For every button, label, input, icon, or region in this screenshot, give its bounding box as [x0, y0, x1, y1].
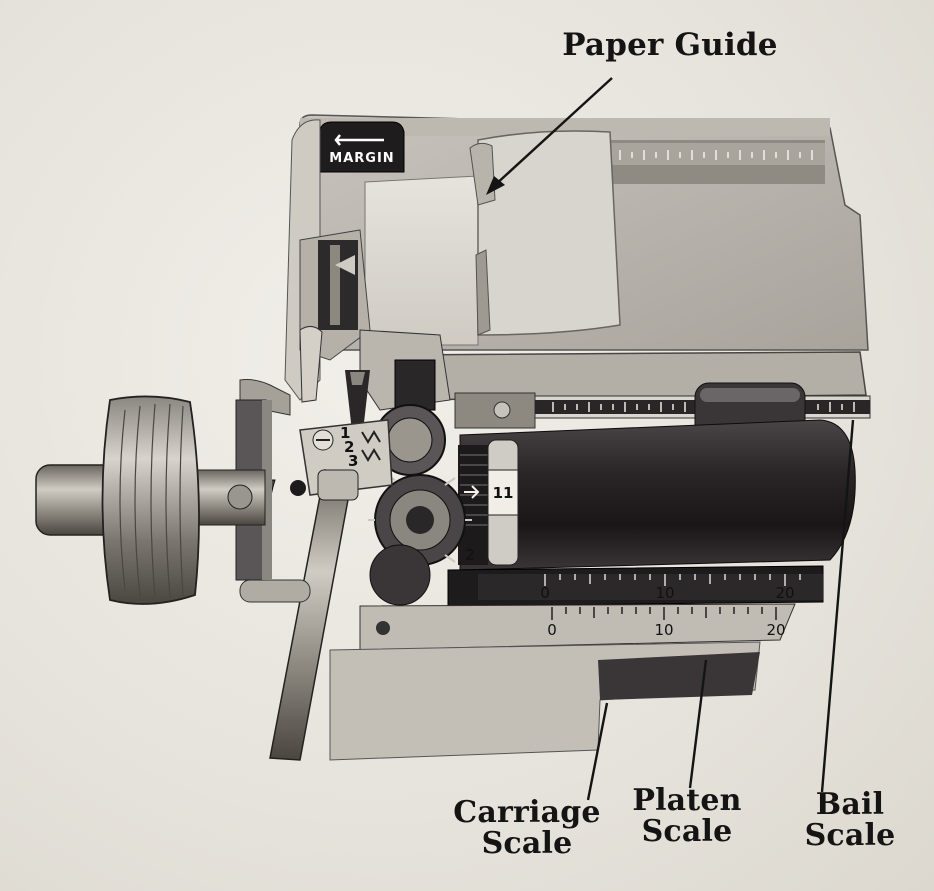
paper-table-scale: [619, 150, 813, 160]
carriage-scale-label-line1: Carriage: [453, 795, 601, 830]
carriage-scale-label: Carriage Scale: [447, 797, 607, 859]
line-space-2: 2: [344, 438, 354, 456]
line-space-1: 1: [340, 424, 350, 442]
bail-scale-label: Bail Scale: [790, 789, 910, 851]
platen-scale-label-line2: Scale: [641, 814, 733, 849]
line-space-3: 3: [348, 452, 358, 470]
bail-scale-leader: [820, 419, 855, 793]
carriage-scale-tick-10: 10: [655, 584, 674, 602]
bail-scale-label-line1: Bail: [815, 787, 885, 822]
dial-number: 11: [493, 484, 514, 502]
carriage-scale-tick-0: 0: [540, 584, 550, 602]
carriage-scale: 0 10 20: [447, 565, 824, 607]
platen: 11 2: [458, 419, 856, 571]
carriage-base: [329, 641, 761, 761]
line-space-mechanism: [368, 404, 472, 606]
margin-key-label: MARGIN: [329, 151, 394, 166]
carriage-end-frame: [284, 119, 451, 440]
margin-key: MARGIN: [319, 121, 405, 173]
carriage-scale-leader: [586, 702, 609, 801]
carriage-scale-label-line2: Scale: [481, 826, 573, 861]
paper-guide-arrowhead: [486, 176, 505, 195]
platen-scale-label: Platen Scale: [612, 785, 762, 847]
paper-guide-leader: [493, 77, 613, 187]
platen-scale-leader: [688, 659, 708, 789]
platen-scale-tick-20: 20: [766, 621, 785, 639]
platen-scale-label-line1: Platen: [632, 783, 742, 818]
bail-scale-label-line2: Scale: [804, 818, 896, 853]
platen-scale-tick-10: 10: [654, 621, 673, 639]
bail-bar: [389, 351, 871, 440]
paper-guide-label: Paper Guide: [562, 27, 778, 63]
carriage-scale-tick-20: 20: [775, 584, 794, 602]
dial-small-number: 2: [465, 546, 475, 564]
platen-scale: 0 10 20: [359, 603, 796, 651]
paper-sheet: [364, 130, 621, 346]
platen-knob: [35, 395, 266, 605]
platen-scale-tick-0: 0: [547, 621, 557, 639]
carriage-return-lever: [269, 469, 359, 761]
callout-leader-lines: [486, 77, 855, 801]
